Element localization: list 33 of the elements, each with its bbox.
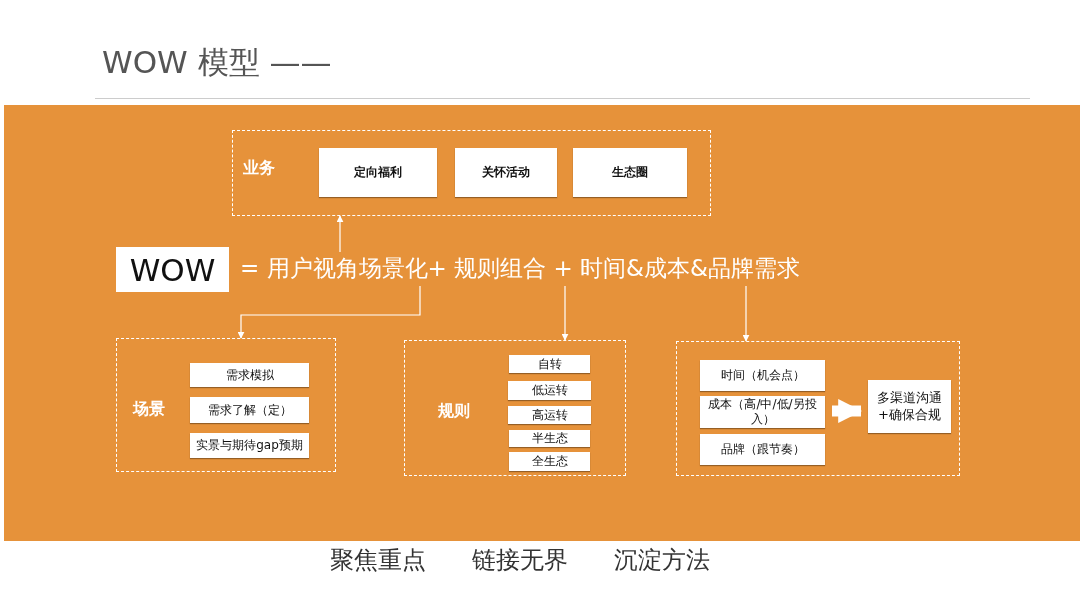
arrow xyxy=(561,285,569,341)
block-arrow xyxy=(832,399,863,423)
group-label: 场景 xyxy=(133,399,165,420)
text-box: 生态圈 xyxy=(573,148,687,197)
text-box: 时间（机会点） xyxy=(700,360,825,391)
slogan-text: 沉淀方法 xyxy=(614,545,710,576)
text-box: 需求了解（定） xyxy=(190,397,309,423)
text-box: 高运转 xyxy=(508,406,591,424)
group-label: 规则 xyxy=(438,401,470,422)
arrow xyxy=(336,215,344,253)
arrow xyxy=(237,285,421,339)
text-box: 半生态 xyxy=(509,430,590,447)
dashed-group-box xyxy=(232,130,711,216)
group-label: 业务 xyxy=(243,158,275,179)
dashed-group-box xyxy=(404,340,626,476)
text-box: 定向福利 xyxy=(319,148,437,197)
formula-text: = 用户视角场景化+ 规则组合 + 时间&成本&品牌需求 xyxy=(240,250,800,286)
text-box: 需求模拟 xyxy=(190,363,309,387)
text-box: 全生态 xyxy=(509,452,590,471)
slogan-text: 链接无界 xyxy=(472,545,568,576)
title: WOW 模型 —— xyxy=(102,43,332,82)
text-box: 低运转 xyxy=(508,381,591,400)
text-box: 自转 xyxy=(509,355,590,373)
text-box: 关怀活动 xyxy=(455,148,557,197)
text-box: 实景与期待gap预期 xyxy=(190,433,309,458)
text-box: 多渠道沟通+确保合规 xyxy=(868,380,951,433)
arrow xyxy=(742,285,750,342)
text-box: 成本（高/中/低/另投入） xyxy=(700,396,825,428)
text-box: 品牌（跟节奏） xyxy=(700,434,825,465)
dashed-group-box xyxy=(676,341,960,476)
dashed-group-box xyxy=(116,338,336,472)
title-box: WOW xyxy=(116,247,229,292)
slogan-text: 聚焦重点 xyxy=(330,545,426,576)
